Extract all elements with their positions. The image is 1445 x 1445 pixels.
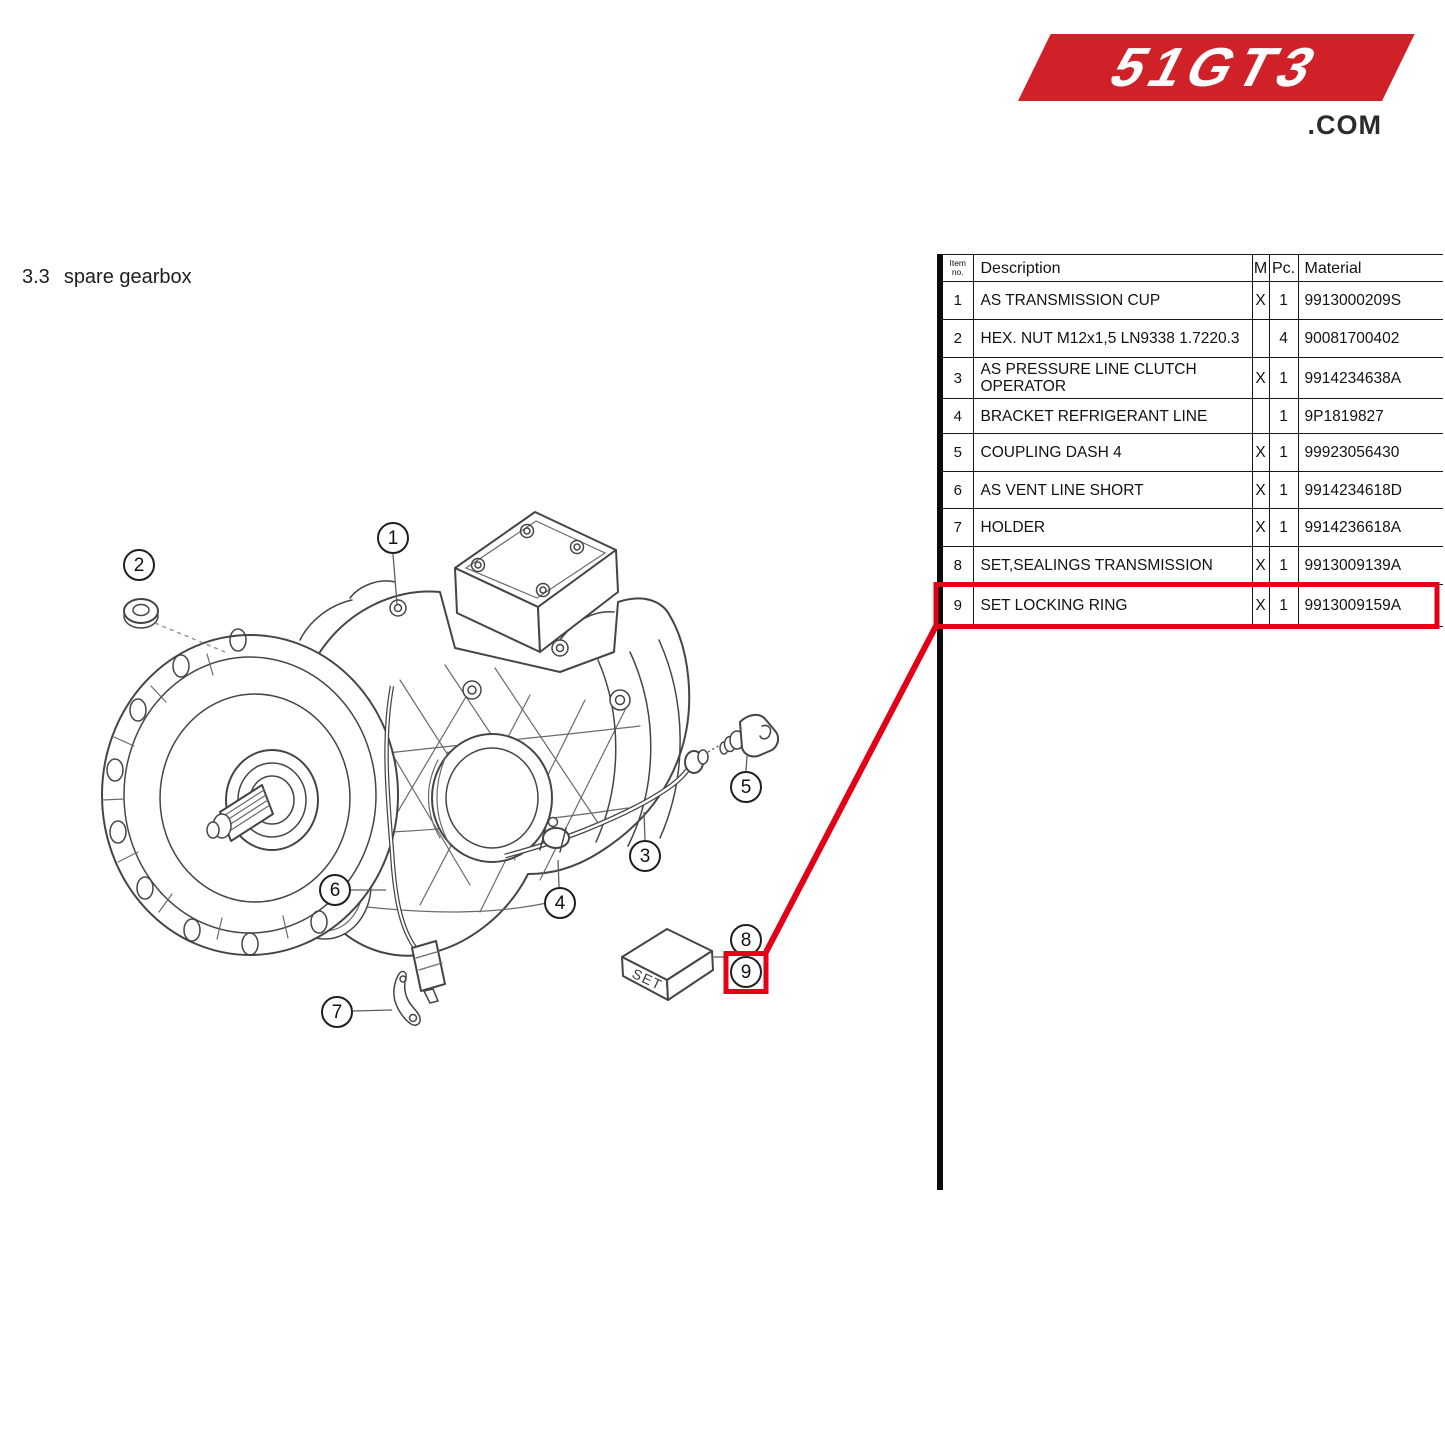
parts-table: Item no. Description M Pc. Material 1 AS…	[943, 254, 1443, 627]
holder-bracket	[393, 970, 421, 1026]
cell-material: 9914234638A	[1304, 369, 1402, 387]
cell-item-no: 5	[943, 433, 974, 472]
col-header-pc: Pc.	[1269, 254, 1299, 282]
site-logo-domain: .COM	[1307, 110, 1382, 140]
callout-8-number: 8	[740, 929, 752, 951]
col-header-m: M	[1252, 254, 1270, 282]
cell-m: X	[1252, 471, 1270, 509]
cell-material: 9914236618A	[1304, 519, 1402, 536]
cell-description: COUPLING DASH 4	[973, 433, 1253, 472]
cell-m: X	[1252, 546, 1270, 585]
cell-description: AS TRANSMISSION CUP	[973, 281, 1253, 320]
cell-description: SET,SEALINGS TRANSMISSION	[973, 546, 1253, 585]
cell-description: BRACKET REFRIGERANT LINE	[973, 398, 1253, 434]
hex-nut	[123, 598, 226, 653]
cell-m: X	[1252, 357, 1270, 399]
callout-2-number: 2	[133, 554, 145, 576]
cell-m: X	[1252, 281, 1270, 320]
cell-material: 9913009159A	[1304, 597, 1402, 614]
cell-item-no: 3	[943, 357, 974, 399]
cell-pc: 1	[1269, 398, 1299, 434]
cell-pc: 1	[1269, 433, 1299, 472]
callout-1-number: 1	[387, 527, 399, 549]
transmission-cup	[454, 511, 619, 653]
table-row: 7 HOLDER X 1 9914236618A	[943, 508, 1443, 547]
callout-7: 7	[321, 996, 353, 1028]
cell-material: 90081700402	[1304, 330, 1400, 347]
cell-description: HOLDER	[973, 508, 1253, 547]
table-row: 8 SET,SEALINGS TRANSMISSION X 1 99130091…	[943, 546, 1443, 585]
cell-m: X	[1252, 433, 1270, 472]
table-row: 4 BRACKET REFRIGERANT LINE 1 9P1819827	[943, 398, 1443, 434]
callout-9: 9	[730, 956, 762, 988]
vent-line	[384, 685, 446, 1004]
cell-m	[1252, 319, 1270, 358]
cell-item-no: 8	[943, 546, 974, 585]
table-row: 3 AS PRESSURE LINE CLUTCH OPERATOR X 1 9…	[943, 357, 1443, 399]
callout-2: 2	[123, 549, 155, 581]
table-row: 1 AS TRANSMISSION CUP X 1 9913000209S	[943, 281, 1443, 320]
callout-6: 6	[319, 874, 351, 906]
callout-4-number: 4	[554, 892, 566, 914]
cell-item-no: 7	[943, 508, 974, 547]
table-row: 5 COUPLING DASH 4 X 1 99923056430	[943, 433, 1443, 472]
table-header-row: Item no. Description M Pc. Material	[943, 254, 1443, 282]
cell-description: SET LOCKING RING	[973, 584, 1253, 627]
col-header-item-no: Item no.	[943, 254, 974, 282]
section-number: 3.3	[22, 266, 50, 288]
leader-lines	[351, 553, 748, 1012]
cell-pc: 4	[1269, 319, 1299, 358]
cell-m: X	[1252, 584, 1270, 627]
cell-m: X	[1252, 508, 1270, 547]
cell-pc: 1	[1269, 357, 1299, 399]
callout-4: 4	[544, 887, 576, 919]
callout-6-number: 6	[329, 879, 341, 901]
input-shaft	[206, 749, 319, 851]
callout-8: 8	[730, 924, 762, 956]
section-title: 3.3 spare gearbox	[22, 266, 192, 289]
callout-1: 1	[377, 522, 409, 554]
cell-material: 9913009139A	[1304, 557, 1402, 574]
table-row: 6 AS VENT LINE SHORT X 1 9914234618D	[943, 471, 1443, 509]
col-header-description: Description	[973, 254, 1253, 282]
cell-material: 9P1819827	[1304, 407, 1384, 425]
set-box: SET	[621, 928, 714, 1001]
cell-pc: 1	[1269, 546, 1299, 585]
callout-5-number: 5	[740, 776, 752, 798]
callout-3: 3	[629, 840, 661, 872]
cell-m	[1252, 398, 1270, 434]
cell-material: 9913000209S	[1304, 292, 1402, 309]
cell-pc: 1	[1269, 471, 1299, 509]
table-row-highlighted: 9 SET LOCKING RING X 1 9913009159A	[943, 584, 1443, 627]
housing-bosses	[389, 599, 631, 711]
cell-pc: 1	[1269, 281, 1299, 320]
callout-3-number: 3	[639, 845, 651, 867]
callout-7-number: 7	[331, 1001, 343, 1023]
col-header-material: Material	[1304, 259, 1362, 277]
cell-item-no: 6	[943, 471, 974, 509]
cell-description: AS PRESSURE LINE CLUTCH OPERATOR	[973, 357, 1253, 399]
coupling-part	[719, 714, 780, 758]
cell-description: HEX. NUT M12x1,5 LN9338 1.7220.3	[973, 319, 1253, 358]
clutch-cylinder	[427, 733, 553, 863]
cell-pc: 1	[1269, 584, 1299, 627]
cell-description: AS VENT LINE SHORT	[973, 471, 1253, 509]
cell-item-no: 9	[943, 584, 974, 627]
cell-item-no: 1	[943, 281, 974, 320]
section-name: spare gearbox	[63, 266, 192, 288]
callout-5: 5	[730, 771, 762, 803]
cell-pc: 1	[1269, 508, 1299, 547]
pressure-line	[504, 744, 721, 859]
cell-material: 9914234618D	[1304, 481, 1402, 499]
cell-material: 99923056430	[1304, 444, 1400, 461]
callout-9-number: 9	[740, 961, 752, 983]
cell-item-no: 2	[943, 319, 974, 358]
table-row: 2 HEX. NUT M12x1,5 LN9338 1.7220.3 4 900…	[943, 319, 1443, 358]
table-left-border	[937, 254, 943, 1190]
cell-item-no: 4	[943, 398, 974, 434]
